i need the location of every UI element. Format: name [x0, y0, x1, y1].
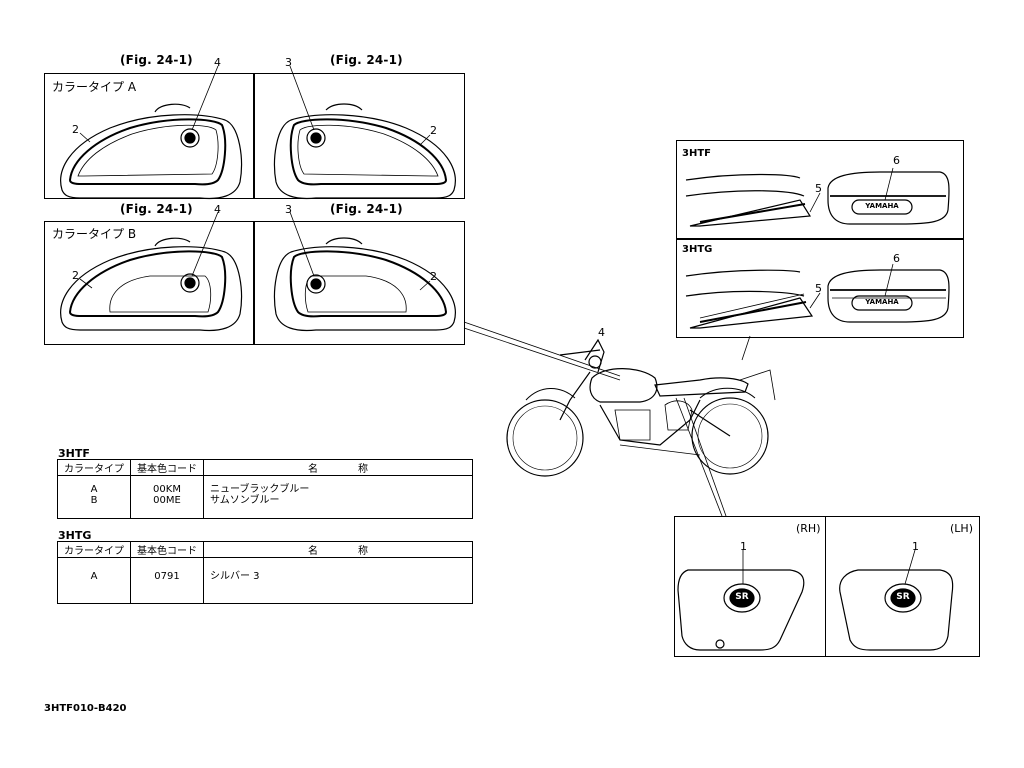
side-cover-drawing: [677, 549, 954, 651]
tank-b-right-drawing: [273, 237, 456, 332]
side-cover-lh-label: (LH): [950, 522, 973, 535]
cell-type: B: [57, 495, 131, 519]
callout-2-a-left: 2: [72, 123, 79, 136]
callout-3-b-right: 3: [285, 203, 292, 216]
table-3htf-model: 3HTF: [58, 447, 90, 460]
inset-3htf-drawing: [685, 167, 950, 227]
panel-type-a-right: [253, 73, 465, 199]
callout-6-htf: 6: [893, 154, 900, 167]
yamaha-emblem-htg: YAMAHA: [865, 298, 899, 306]
fig-ref-a-left: (Fig. 24-1): [120, 53, 193, 67]
sr-emblem-rh: SR: [735, 592, 749, 602]
callout-3-a-right: 3: [285, 56, 292, 69]
fig-ref-b-right: (Fig. 24-1): [330, 202, 403, 216]
cell-type: A: [57, 557, 131, 604]
callout-4-bike: 4: [598, 326, 605, 339]
col-base-code: 基本色コード: [130, 459, 204, 476]
cell-type: A: [57, 475, 131, 495]
side-cover-divider: [825, 516, 826, 656]
panel-type-b-left: [44, 221, 255, 345]
inset-3htg: [676, 238, 964, 338]
callout-1-lh: 1: [912, 540, 919, 553]
cell-name: ニューブラックブルー: [203, 475, 473, 495]
inset-3htf-label: 3HTF: [682, 148, 711, 159]
cell-code: 00KM: [130, 475, 204, 495]
table-row: A 00KM ニューブラックブルー: [57, 475, 473, 495]
color-table-3htg: カラータイプ 基本色コード 名 称 A 0791 シルバー 3: [57, 541, 473, 604]
cell-name: サムソンブルー: [203, 495, 473, 519]
tank-a-right-drawing: [273, 103, 456, 200]
callout-2-a-right: 2: [430, 124, 437, 137]
sr-emblem-lh: SR: [896, 592, 910, 602]
inset-3htg-drawing: [685, 263, 950, 329]
inset-3htg-label: 3HTG: [682, 244, 713, 255]
panel-type-b-right: [253, 221, 465, 345]
table-row: A 0791 シルバー 3: [57, 557, 473, 604]
drawing-code: 3HTF010-B420: [44, 703, 127, 714]
tank-b-left-drawing: [60, 237, 243, 332]
color-type-a-label: カラータイプ A: [52, 80, 137, 94]
fig-ref-b-left: (Fig. 24-1): [120, 202, 193, 216]
motorcycle-drawing: [506, 338, 776, 477]
fig-ref-a-right: (Fig. 24-1): [330, 53, 403, 67]
callout-4-b-left: 4: [214, 203, 221, 216]
callout-5-htg: 5: [815, 282, 822, 295]
callout-5-htf: 5: [815, 182, 822, 195]
callout-4-a-left: 4: [214, 56, 221, 69]
panel-type-a-left: [44, 73, 255, 199]
col-base-code: 基本色コード: [130, 541, 204, 558]
col-color-type: カラータイプ: [57, 541, 131, 558]
tank-a-left-drawing: [60, 103, 243, 200]
callout-6-htg: 6: [893, 252, 900, 265]
callout-2-b-right: 2: [430, 270, 437, 283]
cell-code: 0791: [130, 557, 204, 604]
yamaha-emblem-htf: YAMAHA: [865, 202, 899, 210]
col-color-type: カラータイプ: [57, 459, 131, 476]
side-cover-rh-label: (RH): [796, 522, 821, 535]
inset-side-cover: [674, 516, 980, 657]
table-3htg-model: 3HTG: [58, 529, 92, 542]
cell-name: シルバー 3: [203, 557, 473, 604]
callout-2-b-left: 2: [72, 269, 79, 282]
color-table-3htf: カラータイプ 基本色コード 名 称 A 00KM ニューブラックブルー B 00…: [57, 459, 473, 519]
col-name: 名 称: [203, 541, 473, 558]
callout-1-rh: 1: [740, 540, 747, 553]
table-row: B 00ME サムソンブルー: [57, 495, 473, 519]
inset-3htf: [676, 140, 964, 240]
color-type-b-label: カラータイプ B: [52, 227, 137, 241]
cell-code: 00ME: [130, 495, 204, 519]
col-name: 名 称: [203, 459, 473, 476]
